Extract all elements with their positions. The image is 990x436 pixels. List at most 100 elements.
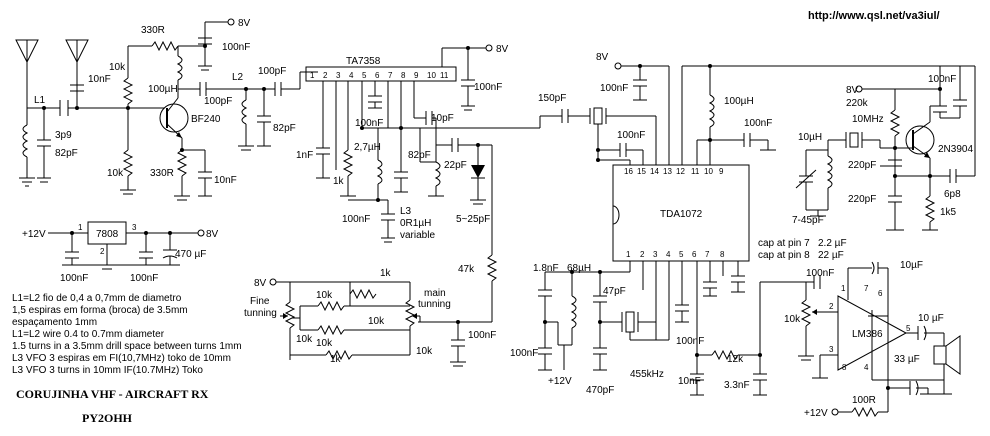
- label-cap-pin7: cap at pin 7: [758, 238, 810, 249]
- lm-pin-7: 7: [864, 284, 869, 293]
- label-r10k-fine: 10k: [296, 334, 313, 345]
- label-l3-variable: variable: [400, 230, 435, 241]
- label-r330-a: 330R: [141, 25, 165, 36]
- resistor-47k: [418, 254, 498, 324]
- capacitor-82pf-l2: [257, 89, 271, 147]
- ta7358-supply-wiring: [441, 44, 493, 111]
- ta-pin-1: 1: [310, 71, 315, 80]
- label-x10mhz: 10MHz: [852, 114, 884, 125]
- label-8v-rf: 8V: [238, 18, 251, 29]
- label-c7-45pf: 7-45pF: [792, 215, 824, 226]
- label-c100nf-reg-in: 100nF: [60, 273, 88, 284]
- label-tunning-main: tunning: [418, 299, 451, 310]
- lm-pin-3: 3: [829, 345, 834, 354]
- ta-pin-8: 8: [401, 71, 406, 80]
- note-line-4: L1=L2 wire 0.4 to 0.7mm diameter: [12, 329, 165, 340]
- label-c100nf-reg-out: 100nF: [130, 273, 158, 284]
- label-8v-reg: 8V: [206, 229, 219, 240]
- label-r10k-main: 10k: [416, 346, 433, 357]
- ta-pin-6: 6: [375, 71, 380, 80]
- label-c1n8: 1.8nF: [533, 263, 559, 274]
- label-bf240: BF240: [191, 114, 221, 125]
- label-c100nf-h: 100nF: [510, 348, 538, 359]
- label-l68uh: 68µH: [567, 263, 591, 274]
- label-8v-ta: 8V: [496, 44, 509, 55]
- label-12v-reg: +12V: [22, 229, 46, 240]
- label-c1nf: 1nF: [296, 150, 313, 161]
- ta-pin-2: 2: [323, 71, 328, 80]
- reg-pin-3: 3: [132, 223, 137, 232]
- label-r1k-c: 1k: [380, 268, 392, 279]
- resistor-10k-lower: [120, 108, 136, 195]
- label-8v-tda: 8V: [596, 52, 609, 63]
- label-l10uh: 10µH: [798, 132, 822, 143]
- tda-pin-8: 8: [720, 250, 725, 259]
- label-c100nf-audio: 100nF: [806, 268, 834, 279]
- label-12v-audio: +12V: [804, 408, 828, 419]
- label-c22pf: 22pF: [444, 160, 467, 171]
- label-c100nf-i: 100nF: [676, 336, 704, 347]
- schematic-title: CORUJINHA VHF - AIRCRAFT RX: [16, 387, 209, 401]
- label-8v-tune: 8V: [254, 278, 267, 289]
- tda-pin-15: 15: [637, 167, 646, 176]
- label-r100r: 100R: [852, 395, 876, 406]
- label-c33uf: 33 µF: [894, 354, 920, 365]
- label-c470pf: 470pF: [586, 385, 614, 396]
- tda-pin-13: 13: [663, 167, 672, 176]
- oscillator-tank: [795, 140, 833, 217]
- tda-pin-2: 2: [640, 250, 645, 259]
- label-tunning-fine: tunning: [244, 308, 277, 319]
- label-c150pf: 150pF: [538, 93, 566, 104]
- capacitor-100nf-tuning: [450, 322, 466, 367]
- resistor-330r-collector: [128, 18, 235, 52]
- tda-pin-4: 4: [666, 250, 671, 259]
- ta-pin-7: 7: [388, 71, 393, 80]
- label-ta7358: TA7358: [346, 56, 381, 67]
- label-r10k-f: 10k: [316, 338, 333, 349]
- tda-pin-16: 16: [624, 167, 633, 176]
- local-oscillator-wiring: [855, 66, 967, 150]
- note-line-1: L1=L2 fio de 0,4 a 0,7mm de diametro: [12, 293, 182, 304]
- label-r220k: 220k: [846, 98, 869, 109]
- lm386-output: [871, 310, 961, 395]
- transistor-2n3904: [905, 105, 940, 176]
- label-c82pf-a: 82pF: [55, 148, 78, 159]
- resistor-10k-upper: [122, 46, 134, 108]
- regulator-7808: [48, 221, 205, 270]
- transistor-bf240: [159, 97, 189, 150]
- label-r10k-e: 10k: [368, 316, 385, 327]
- label-c220pf-a: 220pF: [848, 160, 876, 171]
- tda-pin-5: 5: [679, 250, 684, 259]
- label-c470uf: 470 µF: [175, 249, 206, 260]
- label-2n3904: 2N3904: [938, 144, 973, 155]
- lm386-supply: [831, 315, 936, 418]
- label-c10uf-b: 10 µF: [918, 313, 944, 324]
- lm-pin-2: 2: [829, 302, 834, 311]
- label-c10nf-c: 10nF: [678, 376, 701, 387]
- inductor-2u7h: [348, 128, 395, 243]
- label-r12k: 12k: [727, 354, 744, 365]
- ta-pin-5: 5: [362, 71, 367, 80]
- label-lm386: LM386: [852, 329, 883, 340]
- label-c10nf-b: 10nF: [214, 175, 237, 186]
- label-c100pf-b: 100pF: [258, 66, 286, 77]
- ta-pin-10: 10: [427, 71, 436, 80]
- label-r1k-b: 1k: [330, 354, 342, 365]
- tda-pin-7: 7: [705, 250, 710, 259]
- label-c82pf-b: 82pF: [273, 123, 296, 134]
- audio-input-wiring: [798, 275, 838, 361]
- label-c100nf-d: 100nF: [342, 214, 370, 225]
- inductor-l3-variable: [419, 118, 444, 197]
- tda-oscillator-wiring: [681, 64, 960, 165]
- tda-supply-wiring: [614, 62, 670, 165]
- label-c100nf-c: 100nF: [355, 118, 383, 129]
- tda-pin-10: 10: [704, 167, 713, 176]
- rf-output-wiring: [178, 71, 318, 96]
- label-c10nf-a: 10nF: [88, 74, 111, 85]
- label-cap-pin8: cap at pin 8: [758, 250, 810, 261]
- capacitor-10nf-antenna: [70, 62, 84, 108]
- lm-pin-5: 5: [906, 324, 911, 333]
- antenna-1-symbol: [15, 39, 39, 108]
